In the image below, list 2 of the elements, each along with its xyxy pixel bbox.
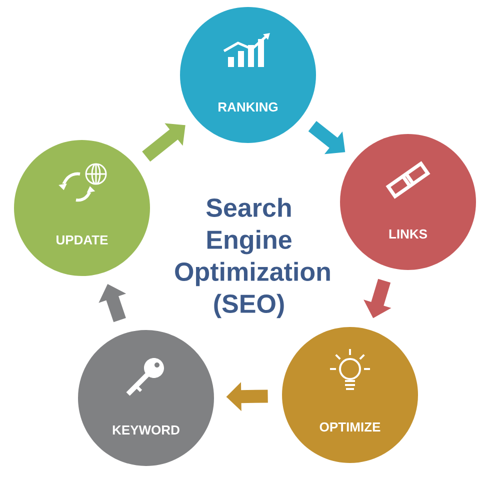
title: Search Engine Optimization (SEO)	[175, 198, 330, 318]
arrow	[142, 123, 186, 162]
